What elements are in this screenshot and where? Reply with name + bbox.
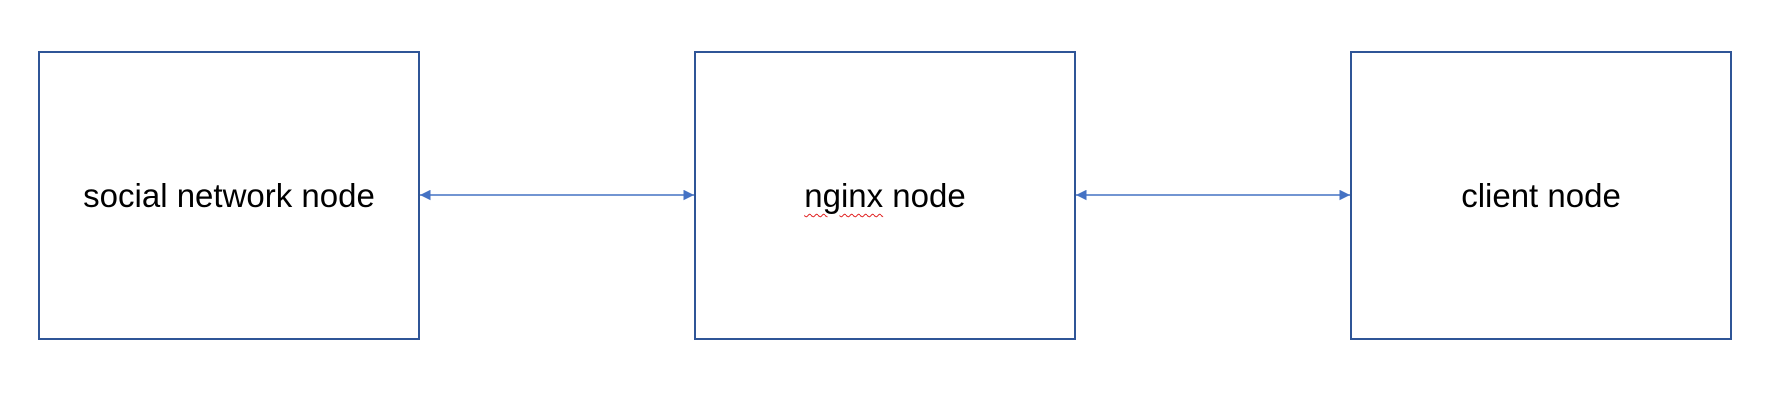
nginx-word: nginx [804,177,884,214]
social-network-node-box: social network node [38,51,420,340]
client-node-label: client node [1461,177,1621,214]
client-node-box: client node [1350,51,1732,340]
nginx-node-suffix: node [883,177,966,214]
nginx-node-box: nginx node [694,51,1076,340]
social-network-node-label: social network node [83,177,375,214]
nginx-node-label: nginx node [804,179,965,212]
